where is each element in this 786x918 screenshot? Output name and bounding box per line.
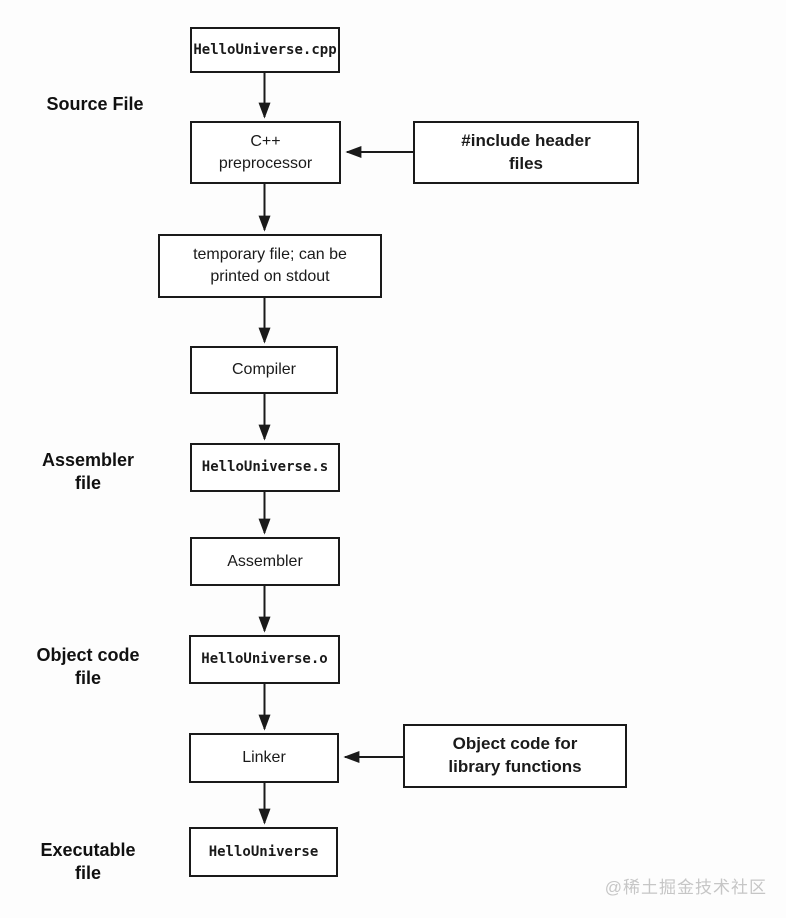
node-object-file-o: HelloUniverse.o: [189, 635, 340, 684]
node-assembler: Assembler: [190, 537, 340, 586]
node-compiler: Compiler: [190, 346, 338, 394]
node-temporary-file: temporary file; can be printed on stdout: [158, 234, 382, 298]
label-object-code-file: Object code file: [36, 645, 140, 689]
label-assembler-file: Assembler file: [41, 450, 135, 494]
node-cpp-preprocessor: C++ preprocessor: [190, 121, 341, 184]
watermark-text: @稀土掘金技术社区: [604, 878, 767, 897]
node-executable-file: HelloUniverse: [189, 827, 338, 877]
node-object-code-library: Object code for library functions: [403, 724, 627, 788]
label-executable-file: Executable file: [40, 840, 136, 884]
label-source-file: Source File: [46, 94, 144, 114]
node-include-header-files: #include header files: [413, 121, 639, 184]
node-linker: Linker: [189, 733, 339, 783]
node-source-file-cpp: HelloUniverse.cpp: [190, 27, 340, 73]
node-assembler-file-s: HelloUniverse.s: [190, 443, 340, 492]
